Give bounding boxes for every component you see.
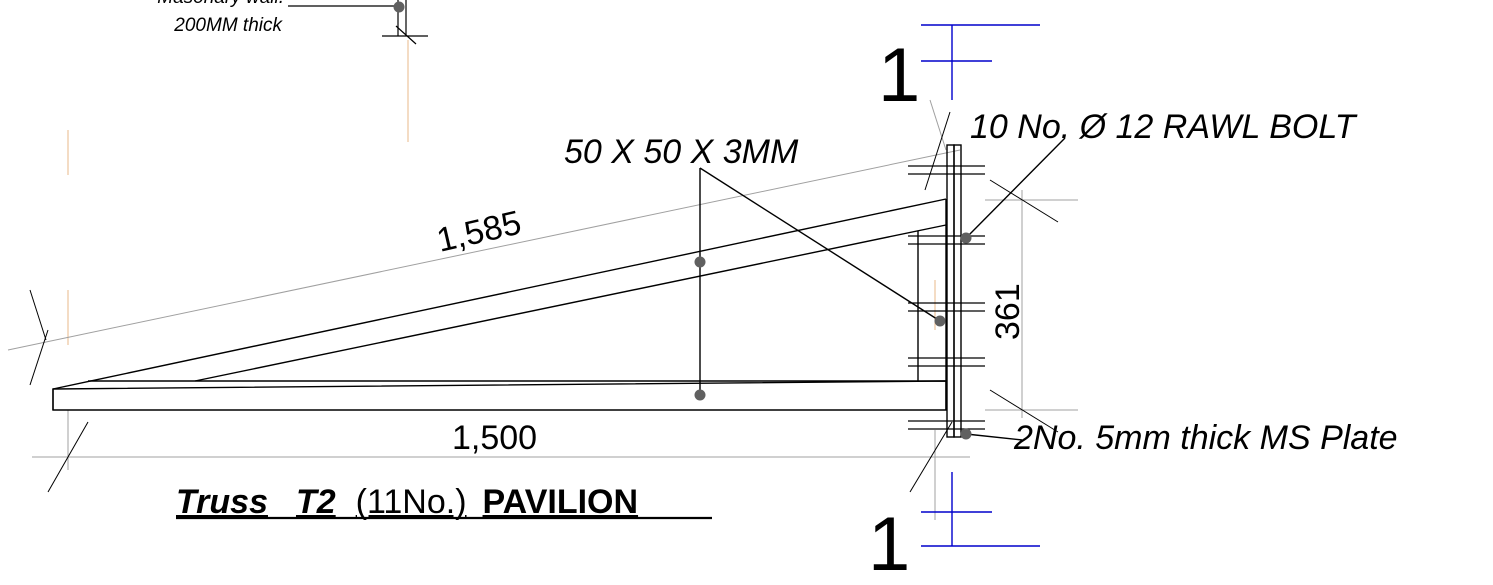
bolt-callout: 10 No. Ø 12 RAWL BOLT <box>970 108 1358 146</box>
section-label-top: 1 <box>878 33 920 118</box>
section-marker-bottom <box>921 472 1040 547</box>
rafter-lower <box>194 224 947 382</box>
wall-note-line2: 200MM thick <box>173 15 283 36</box>
wall-note-node <box>393 1 405 13</box>
node-end-post <box>934 315 946 327</box>
section-marker-top <box>921 24 1040 100</box>
construction-lines <box>67 40 936 345</box>
rawl-bolts <box>908 165 985 430</box>
title-quantity: (11No.) <box>356 483 467 521</box>
truss-members <box>52 144 962 438</box>
title-truss-word: Truss <box>176 483 268 521</box>
ms-plate <box>946 144 955 438</box>
leader-nodes <box>694 232 972 440</box>
node-bottom-chord <box>694 389 706 401</box>
angle-section-callout: 50 X 50 X 3MM <box>564 133 799 171</box>
dimension-ticks <box>29 111 1059 493</box>
ms-plate-2 <box>953 144 962 438</box>
node-rafter <box>694 256 706 268</box>
title-building: PAVILION <box>483 483 639 521</box>
plate-callout: 2No. 5mm thick MS Plate <box>1013 419 1398 457</box>
wall-note-line1: Masonary wall. <box>157 0 284 8</box>
masonry-wall-note: Masonary wall. 200MM thick <box>157 0 428 45</box>
span-dimension: 1,500 <box>452 419 537 457</box>
height-dimension: 361 <box>989 283 1027 340</box>
node-bolt <box>960 232 972 244</box>
node-plate <box>960 428 972 440</box>
title-truss-id: T2 <box>296 483 336 521</box>
leader-lines <box>699 137 1066 441</box>
truss-title: Truss T2 (11No.) PAVILION <box>176 483 638 521</box>
bottom-chord <box>52 380 947 411</box>
section-label-bottom: 1 <box>868 502 910 585</box>
dimension-lines <box>7 99 1078 520</box>
